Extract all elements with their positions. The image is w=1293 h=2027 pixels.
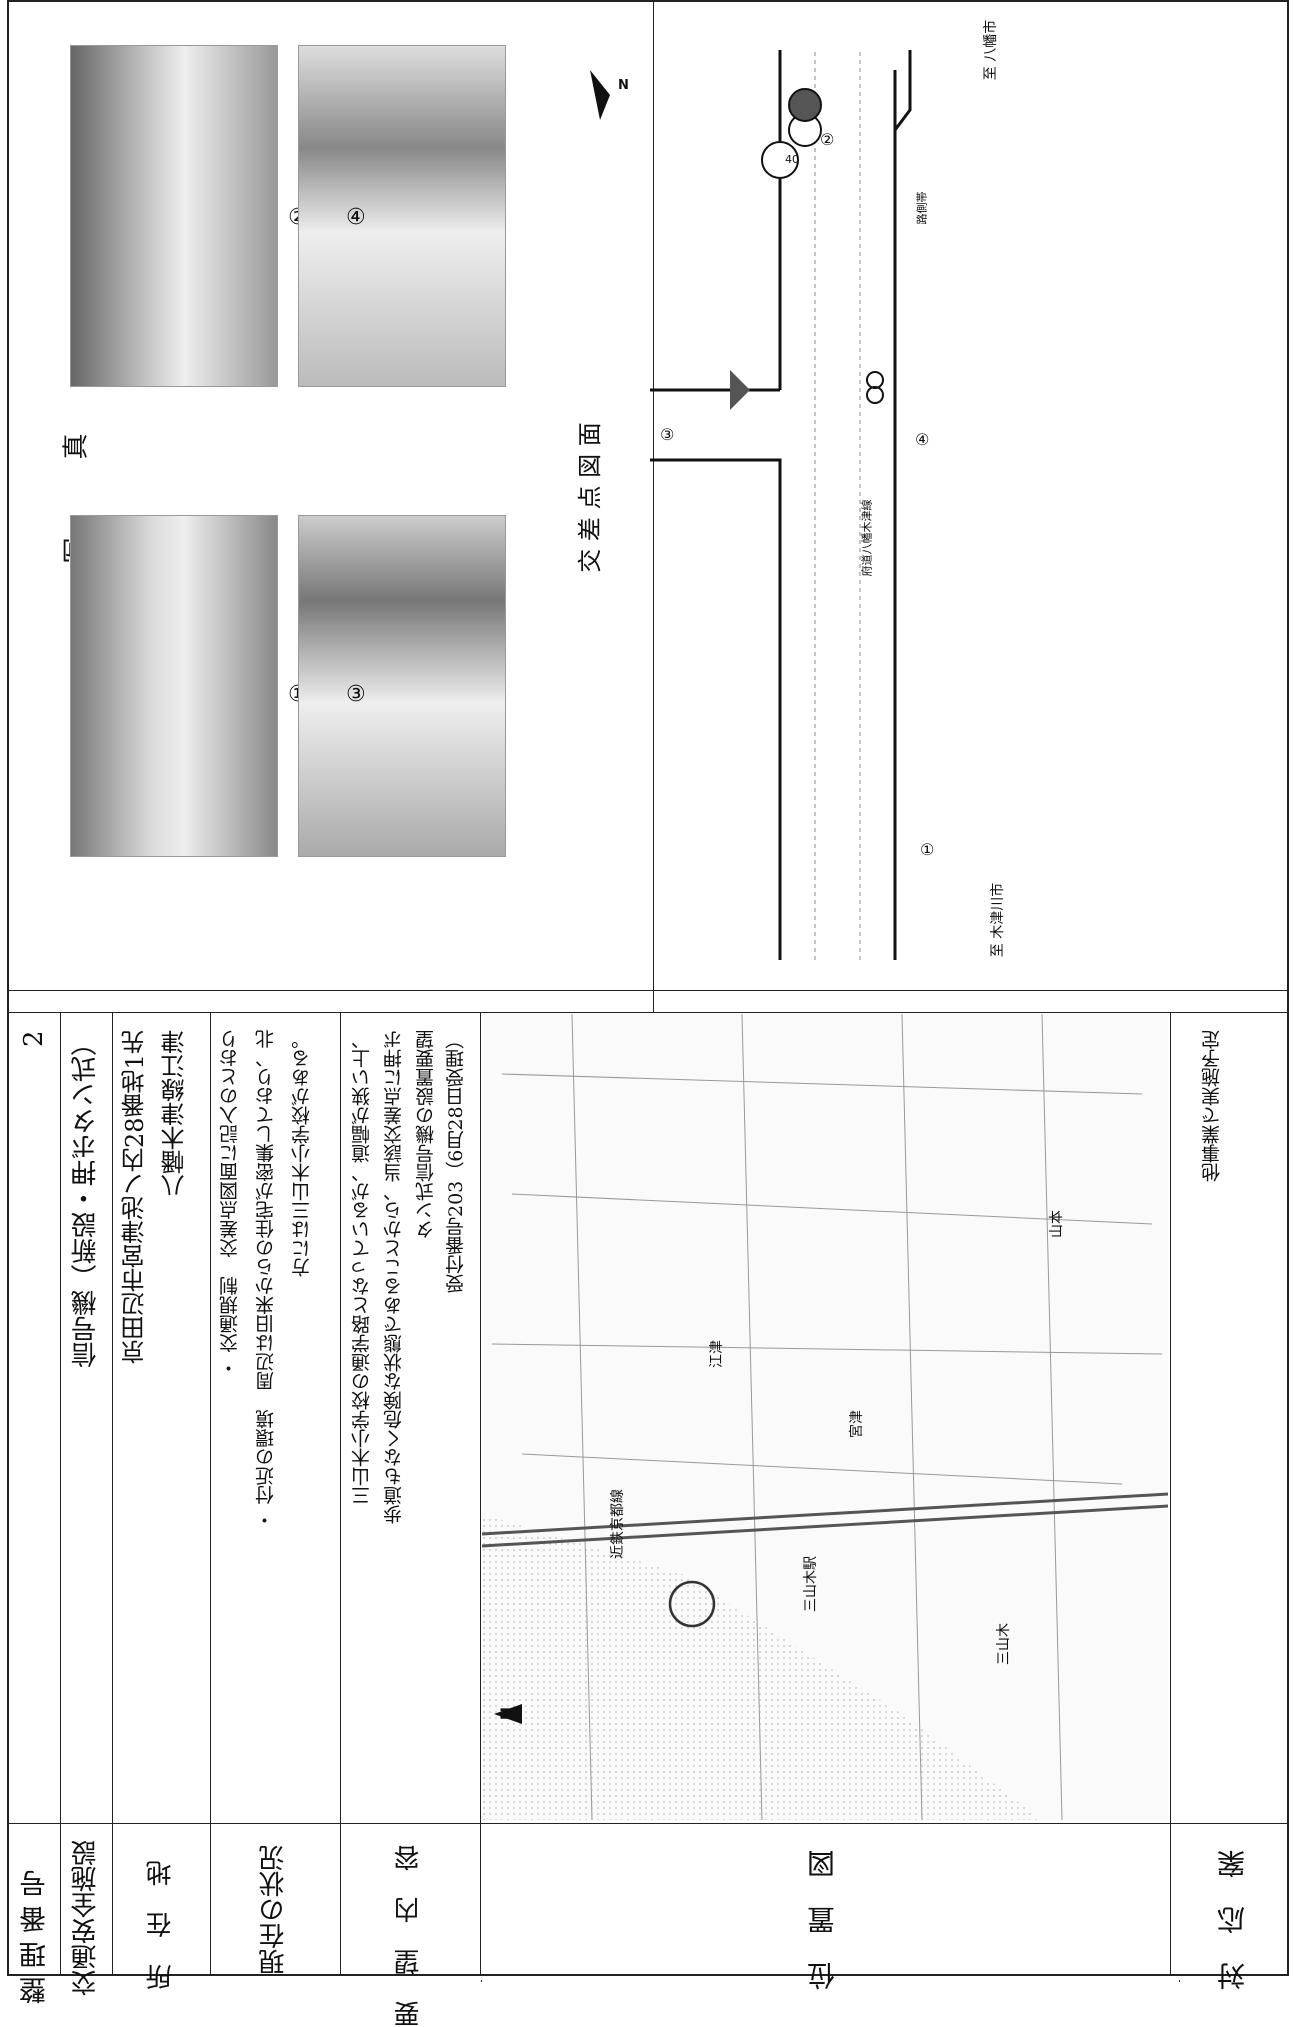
shoulder-label: 路側帯 xyxy=(915,191,929,225)
map-label: 江津 xyxy=(709,1340,725,1368)
map-north-label: N xyxy=(497,1706,517,1721)
map-label: 三山木 xyxy=(996,1623,1012,1665)
value-seiri-bango: 2 xyxy=(19,1030,49,1047)
divider xyxy=(653,0,654,1012)
diagram-north-arrow xyxy=(590,70,610,120)
photo-3 xyxy=(298,515,506,857)
value-yobo-1: 三山木小学校の通学路となっているが、道幅が狭い上、 xyxy=(351,1030,373,1524)
value-genzai-1: ・ 交通規制 交差点図面に記入のとおり xyxy=(219,1030,241,1379)
speed-sign xyxy=(761,141,799,179)
label-taio: 対 応 案 xyxy=(1216,1850,1249,1990)
diagram-mark-2: ② xyxy=(820,130,835,149)
location-map: N 三山木駅 宮津 江津 近鉄京都線 山本 三山木 xyxy=(482,1014,1168,1820)
photo-1 xyxy=(70,515,278,857)
right-end-label: 至 八幡市 xyxy=(983,19,1000,81)
photo-label-4: ④ xyxy=(346,205,366,230)
left-end-label: 至 木津川市 xyxy=(990,882,1007,958)
divider xyxy=(7,1823,1289,1824)
value-genzai-2: ・ 付近の環境 周辺は旧来からの住宅が密集しており、北 xyxy=(255,1030,277,1531)
signal-marker xyxy=(866,371,884,389)
map-drawing xyxy=(482,1014,1168,1820)
divider xyxy=(653,990,1289,991)
road-name: 府道八幡木津線 xyxy=(860,499,874,577)
value-yobo-4: 受付番号203（6月28日受理） xyxy=(445,1030,467,1293)
label-yobo: 要 望 内 容 xyxy=(394,1845,424,2027)
map-label: 近鉄京都線 xyxy=(610,1489,626,1559)
divider xyxy=(1170,1012,1171,1976)
label-shisetsu: 交通安全施設 xyxy=(71,1840,101,1996)
label-ichizu: 位 置 図 xyxy=(806,1850,839,1990)
diagram-mark-3: ③ xyxy=(660,425,675,444)
divider xyxy=(480,1012,481,1976)
form-layout: 整 理 番 号 交通安全施設 所 在 地 現在の状況 要 望 内 容 位 置 図… xyxy=(7,0,1289,2027)
value-shozaichi-2: 八幡木津線江津 xyxy=(161,1030,189,1198)
intersection-diagram: 府道八幡木津線 路側帯 至 木津川市 至 八幡市 40 N ① ② ③ ④ xyxy=(560,10,1030,980)
map-label: 山本 xyxy=(1049,1210,1065,1238)
value-shozaichi-1: 京田辺市宮津池ノ内28番地1先 xyxy=(121,1030,149,1364)
photo-4 xyxy=(298,45,506,387)
value-yobo-3: タン式信号機の設置要望 xyxy=(415,1030,437,1239)
restriction-sign xyxy=(788,88,822,122)
map-label: 三山木駅 xyxy=(803,1556,819,1612)
map-label: 宮津 xyxy=(849,1410,865,1438)
divider xyxy=(210,1012,211,1976)
label-seiri-bango: 整 理 番 号 xyxy=(20,1870,51,2004)
value-yobo-2: 歩道もなく危険な状態であることから、当該交差点に押ボ xyxy=(383,1030,405,1524)
outer-border xyxy=(7,0,1289,1976)
label-genzai: 現在の状況 xyxy=(259,1845,289,1975)
photo-2 xyxy=(70,45,278,387)
diagram-north-label: N xyxy=(618,78,629,93)
divider xyxy=(7,990,653,991)
diagram-drawing xyxy=(590,50,912,960)
value-taio: 他事業で実施予定 xyxy=(1201,1030,1223,1182)
label-shozaichi: 所 在 地 xyxy=(146,1860,176,1990)
hill-area xyxy=(482,1514,1042,1820)
divider xyxy=(7,1012,1289,1013)
target-circle xyxy=(668,1580,716,1628)
divider xyxy=(112,1012,113,1976)
divider xyxy=(60,1012,61,1976)
signal-marker xyxy=(866,386,884,404)
speed-sign-text: 40 xyxy=(785,153,799,166)
railway xyxy=(482,1492,1168,1548)
photo-label-3: ③ xyxy=(346,682,366,707)
divider xyxy=(340,1012,341,1976)
value-shisetsu: 信号機（新設・押ボタン式） xyxy=(71,1030,101,1368)
north-arrow xyxy=(494,1704,522,1724)
value-genzai-3: 方には三山木小学校がある。 xyxy=(291,1030,313,1277)
warning-sign xyxy=(730,370,750,410)
diagram-mark-4: ④ xyxy=(915,430,930,449)
diagram-mark-1: ① xyxy=(920,840,935,859)
